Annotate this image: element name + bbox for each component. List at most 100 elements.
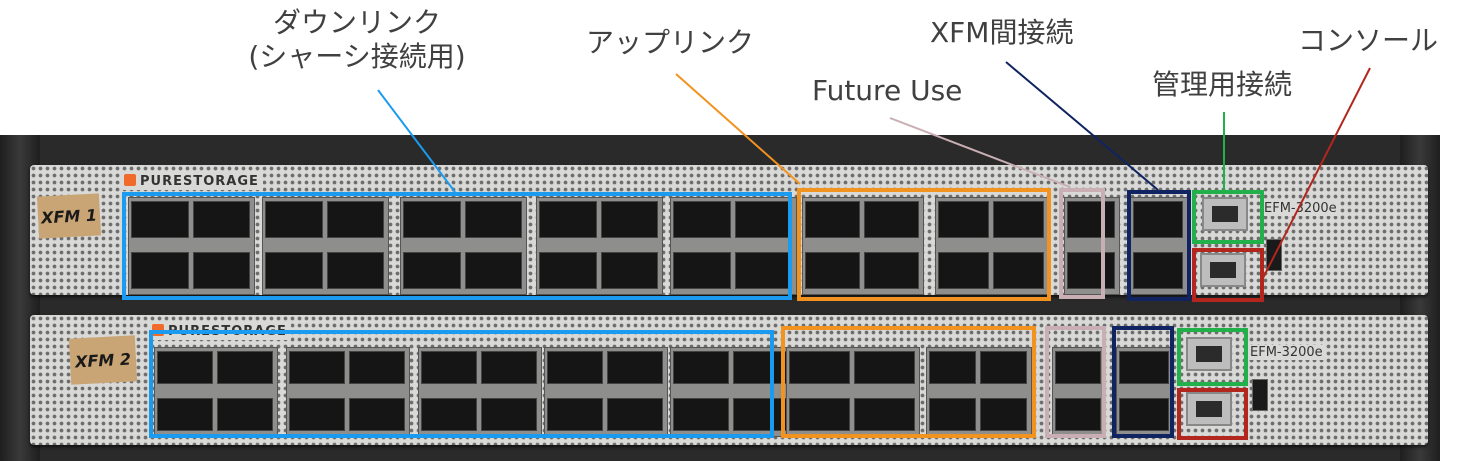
port[interactable] xyxy=(464,252,522,289)
console-port-u1[interactable] xyxy=(1200,253,1246,287)
downlink-box-u1 xyxy=(122,192,792,300)
management-box-u2 xyxy=(1177,328,1248,386)
port[interactable] xyxy=(607,398,663,431)
port[interactable] xyxy=(131,252,189,289)
port[interactable] xyxy=(1067,252,1115,289)
uplink-label: アップリンク xyxy=(586,26,755,59)
port[interactable] xyxy=(1119,351,1169,384)
port[interactable] xyxy=(326,252,384,289)
port[interactable] xyxy=(481,398,537,431)
port[interactable] xyxy=(289,351,345,384)
port[interactable] xyxy=(1133,201,1183,238)
port[interactable] xyxy=(481,351,537,384)
port[interactable] xyxy=(789,398,850,431)
port[interactable] xyxy=(993,201,1044,238)
port[interactable] xyxy=(131,201,189,238)
management-port-u2[interactable] xyxy=(1186,337,1232,371)
xfm-interconnect-label: XFM間接続 xyxy=(930,16,1074,49)
brand-mark-icon xyxy=(124,174,136,186)
port[interactable] xyxy=(734,252,792,289)
port[interactable] xyxy=(673,252,731,289)
switch-photo: PURESTORAGE XFM 1 EFM-3200e PURESTORAGE … xyxy=(0,135,1440,461)
port[interactable] xyxy=(547,351,603,384)
port[interactable] xyxy=(217,398,273,431)
port[interactable] xyxy=(805,201,860,238)
port[interactable] xyxy=(805,252,860,289)
port[interactable] xyxy=(265,252,323,289)
brand-logo-1: PURESTORAGE xyxy=(120,173,263,190)
port[interactable] xyxy=(600,201,658,238)
port[interactable] xyxy=(673,398,729,431)
console-box-u1 xyxy=(1192,248,1264,302)
port[interactable] xyxy=(929,351,976,384)
port[interactable] xyxy=(547,398,603,431)
console-leader-line xyxy=(1261,67,1371,281)
port[interactable] xyxy=(1119,398,1169,431)
port[interactable] xyxy=(539,252,597,289)
port[interactable] xyxy=(1133,252,1183,289)
management-port-u1[interactable] xyxy=(1202,197,1248,231)
usb-port-u2[interactable] xyxy=(1252,379,1268,411)
port[interactable] xyxy=(289,398,345,431)
port[interactable] xyxy=(864,201,919,238)
brand-text-1: PURESTORAGE xyxy=(140,174,259,189)
port[interactable] xyxy=(217,351,273,384)
port[interactable] xyxy=(1067,201,1115,238)
downlink-box-u2 xyxy=(149,330,774,438)
port[interactable] xyxy=(854,398,915,431)
port[interactable] xyxy=(938,201,989,238)
port[interactable] xyxy=(864,252,919,289)
port[interactable] xyxy=(403,252,461,289)
port[interactable] xyxy=(421,351,477,384)
port[interactable] xyxy=(157,398,213,431)
port[interactable] xyxy=(607,351,663,384)
port[interactable] xyxy=(1055,351,1101,384)
port[interactable] xyxy=(938,252,989,289)
port[interactable] xyxy=(157,351,213,384)
port[interactable] xyxy=(1055,398,1101,431)
port[interactable] xyxy=(733,398,789,431)
future-use-box-u2 xyxy=(1045,326,1106,438)
xfm-interconnect-leader-line xyxy=(1005,61,1159,191)
downlink-label-line1: ダウンリンク xyxy=(272,6,441,39)
port[interactable] xyxy=(733,351,789,384)
management-box-u1 xyxy=(1192,190,1264,244)
port[interactable] xyxy=(421,398,477,431)
port[interactable] xyxy=(192,252,250,289)
port[interactable] xyxy=(464,201,522,238)
port[interactable] xyxy=(993,252,1044,289)
model-label-1: EFM-3200e xyxy=(1262,201,1339,216)
future-use-box-u1 xyxy=(1059,188,1105,299)
port[interactable] xyxy=(929,398,976,431)
port[interactable] xyxy=(265,201,323,238)
uplink-box-u1 xyxy=(797,188,1051,301)
uplink-leader-line xyxy=(675,73,801,185)
uplink-box-u2 xyxy=(781,326,1036,438)
port[interactable] xyxy=(854,351,915,384)
port[interactable] xyxy=(980,398,1027,431)
port[interactable] xyxy=(980,351,1027,384)
console-label: コンソール xyxy=(1298,24,1439,57)
console-port-u2[interactable] xyxy=(1186,392,1232,426)
port[interactable] xyxy=(539,201,597,238)
port[interactable] xyxy=(349,398,405,431)
console-box-u2 xyxy=(1177,388,1248,440)
xfm-interconnect-box-u2 xyxy=(1112,326,1174,438)
port[interactable] xyxy=(789,351,850,384)
port[interactable] xyxy=(673,201,731,238)
downlink-leader-line xyxy=(377,89,456,193)
downlink-label: ダウンリンク (シャーシ接続用) xyxy=(238,6,476,74)
port[interactable] xyxy=(673,351,729,384)
model-label-2: EFM-3200e xyxy=(1248,345,1325,360)
management-label: 管理用接続 xyxy=(1152,68,1293,101)
future-use-leader-line xyxy=(889,117,1071,188)
port[interactable] xyxy=(192,201,250,238)
port[interactable] xyxy=(326,201,384,238)
future-use-label: Future Use xyxy=(812,74,963,107)
port[interactable] xyxy=(349,351,405,384)
port[interactable] xyxy=(600,252,658,289)
port[interactable] xyxy=(403,201,461,238)
downlink-label-line2: (シャーシ接続用) xyxy=(248,40,466,73)
xfm-interconnect-box-u1 xyxy=(1127,190,1191,301)
